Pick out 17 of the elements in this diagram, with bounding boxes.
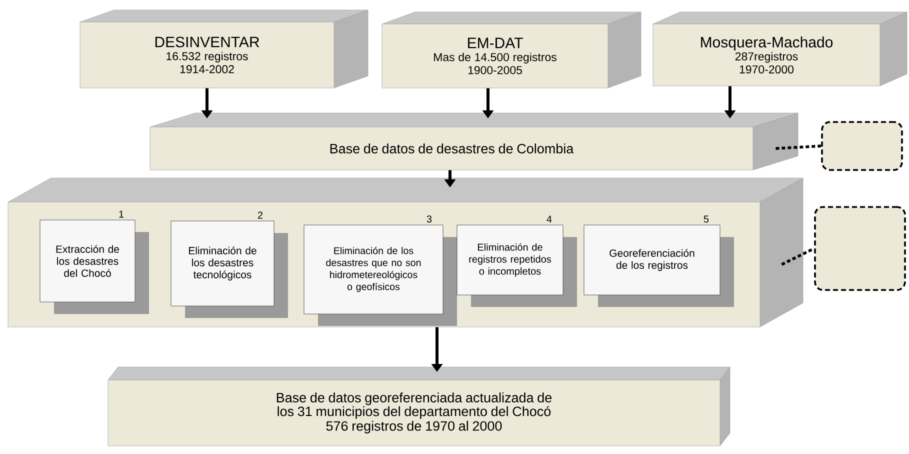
box-3d: Mosquera-Machado 287registros 1970-2000 bbox=[652, 12, 908, 86]
step-box: Eliminación de los desastres que no son hidrometereológicos o geofísicos bbox=[304, 224, 457, 326]
step-number: 2 bbox=[258, 212, 262, 219]
box-3d: DESINVENTAR 16.532 registros 1914-2002 bbox=[80, 10, 368, 88]
step-box: Georeferenciación de los registros bbox=[584, 224, 734, 307]
step-box: Eliminación de registros repetidos o incompletos bbox=[456, 224, 577, 307]
dashed-box bbox=[821, 121, 903, 171]
step-number: 4 bbox=[546, 216, 552, 223]
box-3d: EM-DAT Mas de 14.500 registros 1900-2005 bbox=[382, 12, 642, 88]
step-number: 5 bbox=[704, 216, 709, 223]
step-number: 3 bbox=[426, 216, 432, 223]
step-box: Eliminación de los desastres tecnológicos bbox=[170, 220, 288, 318]
step-box: Extracción de los desastres del Chocó bbox=[40, 220, 149, 314]
box-3d: Base de datos georeferenciada actualizada de los 31 municipios del departamento del Chocó 576 registros de 1970 al 2000 bbox=[108, 366, 730, 446]
step-number: 1 bbox=[119, 210, 124, 218]
box-3d: Base de datos de desastres de Colombia bbox=[150, 112, 798, 170]
dashed-box bbox=[814, 206, 906, 291]
